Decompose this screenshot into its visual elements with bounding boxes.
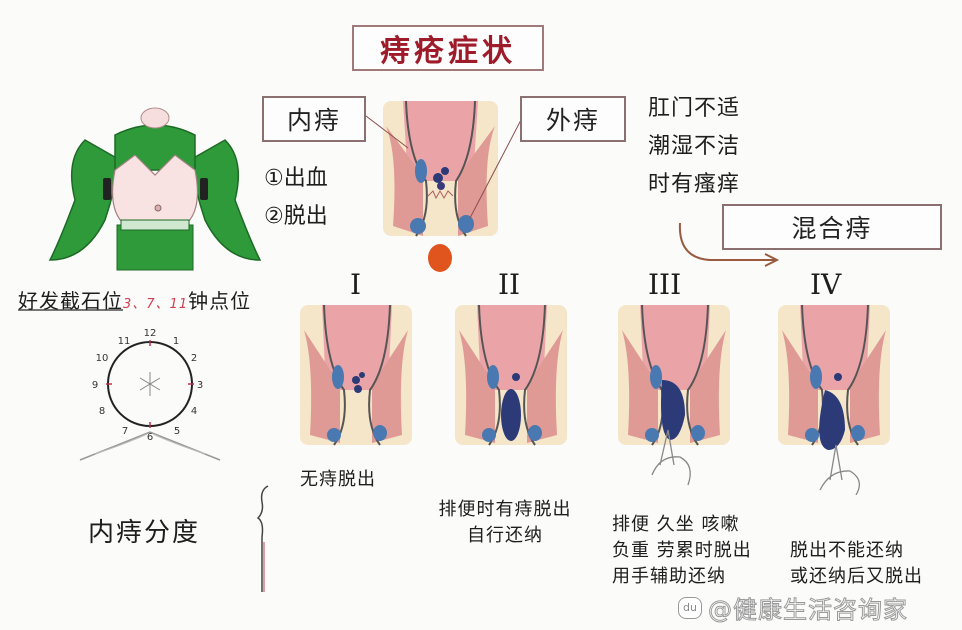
svg-text:1: 1 bbox=[173, 336, 179, 347]
position-prefix: 好发截石位 bbox=[18, 289, 123, 313]
grade-2-caption: 排便时有痔脱出 自行还纳 bbox=[438, 499, 572, 546]
mixed-hemorrhoid-label: 混合痔 bbox=[791, 214, 873, 243]
watermark-text: @健康生活咨询家 bbox=[708, 596, 908, 625]
mixed-hemorrhoid-box: 混合痔 bbox=[722, 204, 942, 250]
svg-text:3: 3 bbox=[197, 380, 203, 391]
blood-drop-icon bbox=[428, 244, 452, 272]
position-suffix: 钟点位 bbox=[188, 289, 252, 313]
arrow-to-mixed bbox=[678, 222, 780, 267]
internal-hemorrhoid-label: 内痔 bbox=[286, 106, 341, 135]
grade-3-numeral: III bbox=[648, 268, 682, 301]
symptom-bleeding: ①出血 bbox=[264, 166, 328, 191]
svg-text:10: 10 bbox=[96, 353, 109, 364]
svg-text:9: 9 bbox=[92, 380, 98, 391]
grade-2-panel bbox=[454, 305, 568, 446]
grade-1-caption: 无痔脱出 bbox=[300, 469, 376, 490]
position-caption: 好发截石位3、7、11钟点位 bbox=[18, 285, 251, 314]
svg-text:2: 2 bbox=[191, 353, 197, 364]
grade-1-panel bbox=[300, 305, 413, 446]
external-symptoms-list: 肛门不适 潮湿不洁 时有瘙痒 bbox=[648, 90, 740, 204]
position-points: 3、7、11 bbox=[123, 297, 189, 312]
svg-text:4: 4 bbox=[191, 406, 197, 417]
grade-1-numeral: I bbox=[350, 268, 362, 301]
svg-text:7: 7 bbox=[122, 426, 128, 437]
watermark: du @健康生活咨询家 bbox=[678, 590, 908, 625]
grading-label: 内痔分度 bbox=[88, 518, 201, 548]
external-hemorrhoid-label: 外痔 bbox=[545, 106, 600, 135]
clock-number-12: 12 bbox=[144, 328, 157, 339]
grade-illustrations bbox=[300, 305, 891, 495]
svg-text:11: 11 bbox=[118, 336, 131, 347]
symptom-damp: 潮湿不洁 bbox=[648, 134, 741, 159]
external-hemorrhoid-box: 外痔 bbox=[520, 96, 626, 142]
clock-position-diagram: 12 1 2 3 4 5 6 7 8 9 10 11 bbox=[79, 328, 221, 461]
grade-3-panel bbox=[617, 305, 731, 486]
internal-symptoms-list: ①出血 ②脱出 bbox=[264, 160, 328, 236]
leader-lines bbox=[365, 115, 523, 219]
baidu-paw-icon: du bbox=[678, 596, 702, 619]
svg-text:8: 8 bbox=[99, 406, 105, 417]
grade-4-panel bbox=[777, 305, 891, 495]
lithotomy-position-illustration bbox=[48, 107, 262, 271]
page-title: 痔疮症状 bbox=[380, 34, 516, 69]
symptom-discomfort: 肛门不适 bbox=[648, 96, 741, 121]
title-box: 痔疮症状 bbox=[352, 25, 544, 71]
grade-4-numeral: IV bbox=[810, 268, 842, 301]
anal-canal-anatomy-illustration bbox=[383, 100, 498, 272]
internal-hemorrhoid-box: 内痔 bbox=[262, 96, 366, 142]
curly-brace-icon bbox=[256, 485, 269, 592]
grade-4-caption: 脱出不能还纳 或还纳后又脱出 bbox=[790, 540, 923, 587]
grade-2-numeral: II bbox=[498, 268, 521, 301]
symptom-itch: 时有瘙痒 bbox=[648, 172, 741, 197]
symptom-prolapse: ②脱出 bbox=[264, 204, 328, 229]
svg-text:6: 6 bbox=[147, 432, 153, 443]
svg-text:5: 5 bbox=[174, 426, 180, 437]
grade-3-caption: 排便 久坐 咳嗽 负重 劳累时脱出 用手辅助还纳 bbox=[612, 514, 752, 587]
